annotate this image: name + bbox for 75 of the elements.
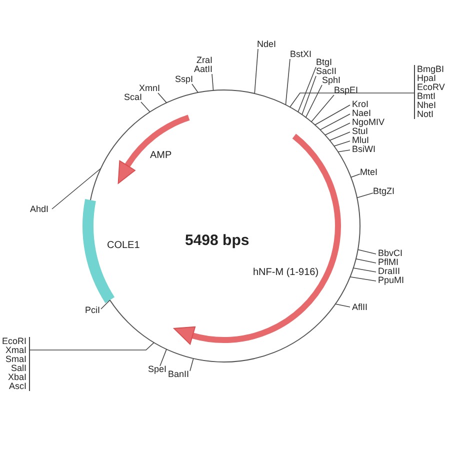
enzyme-label: BstXI [290,50,312,59]
enzyme-name: ZraI [196,56,213,65]
leader-line [285,58,290,106]
leader-line [254,48,258,94]
leader-line [352,268,376,272]
leader-line [329,132,350,141]
enzyme-label: BspEI [334,86,358,95]
site-list [414,65,445,119]
leader-line [302,76,316,115]
enzyme-name: BmgBI [417,65,445,74]
feature-label: AMP [150,150,172,161]
leader-line [30,342,154,350]
enzyme-label: BtgI [316,58,332,67]
enzyme-label: PciI [85,306,100,315]
size-label: 5498 bps [185,232,250,249]
leader-line [356,258,376,264]
enzyme-label: NgoMIV [352,118,385,127]
enzyme-name: NheI [417,101,438,110]
enzyme-name: SalI [10,364,27,373]
enzyme-name: SmaI [4,355,27,364]
leader-line [212,74,214,91]
leader-line [298,66,316,112]
leader-line [290,92,414,108]
leader-line [314,104,350,126]
enzyme-label: MluI [352,136,370,145]
enzyme-name: EcoRI [2,337,27,346]
enzyme-label: MteI [360,168,378,177]
leader-line [160,348,167,366]
enzyme-label: AflII [352,303,368,312]
leader-line [192,84,198,93]
site-list [2,337,30,391]
enzyme-label: XmnI [139,84,160,93]
enzyme-label: BsiWI [352,145,376,154]
leader-line [350,276,376,282]
leader-line [358,249,376,254]
leader-line [52,168,102,210]
leader-line [350,174,360,178]
enzyme-name: EcoRV [417,83,445,92]
leader-line [158,92,167,104]
enzyme-label: DraIII [378,267,400,276]
enzyme-label: ScaI [124,93,142,102]
enzyme-label: PflMI [378,258,399,267]
leader-line [190,358,194,372]
enzyme-name: AscI [8,382,27,391]
enzyme-name: HpaI [417,74,436,83]
enzyme-label: AhdI [30,205,49,214]
leader-line [311,94,334,122]
enzyme-name: XbaI [7,373,27,382]
enzyme-label: NdeI [257,40,276,49]
leader-line [334,140,350,146]
enzyme-label: PpuMI [378,276,404,285]
enzyme-name: XmaI [4,346,27,355]
leader-line [338,150,350,152]
enzyme-name: BmtI [417,92,437,101]
enzyme-name: AatII [194,65,213,74]
enzyme-label: SpeI [148,365,167,374]
leader-line [305,84,322,118]
enzyme-label: BanII [168,370,190,379]
leader-line [335,304,350,308]
leader-line [100,300,110,310]
enzyme-label: StuI [352,127,368,136]
leader-line [324,122,350,136]
enzyme-label: SacII [316,67,337,76]
feature-label: COLE1 [107,240,140,251]
leader-line [140,102,150,112]
enzyme-label: BtgZI [373,187,395,196]
enzyme-label: KroI [352,100,369,109]
enzyme-label: NaeI [352,109,372,118]
enzyme-label: BbvCI [378,249,403,258]
enzyme-name: NotI [417,110,435,119]
enzyme-label: SspI [175,75,194,84]
enzyme-label: SphI [322,76,341,85]
leader-line [356,192,374,198]
feature-label: hNF-M (1-916) [253,267,319,278]
leader-line [320,114,350,130]
